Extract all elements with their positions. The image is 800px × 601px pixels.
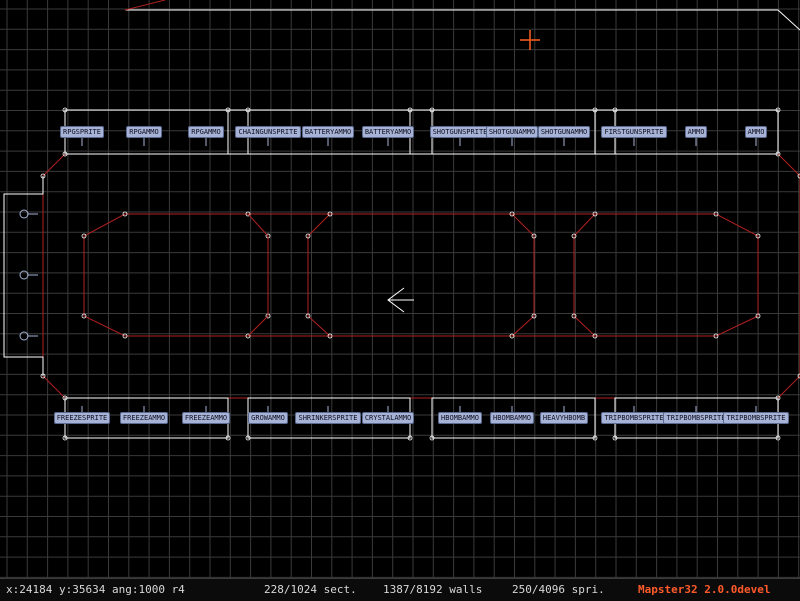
sprite-label: TRIPBOMBSPRITE [723,412,789,424]
left-alcove [3,176,44,376]
vertex [592,435,598,441]
wall-count: 1387/8192 walls [383,583,483,596]
vertex [245,435,251,441]
sprite-label: CHAINGUNSPRITE [235,126,301,138]
sprite-label: SHOTGUNSPRITE [429,126,491,138]
status-bar: x:24184 y:35634 ang:1000 r4 228/1024 sec… [0,578,800,601]
vertex [62,435,68,441]
alcove-bottom [614,397,779,439]
vertex [509,211,515,217]
vertex [755,233,761,239]
pillar-edge [307,213,331,337]
vertex [531,233,537,239]
red-wall [124,0,166,11]
sprite-label: RPGSPRITE [60,126,104,138]
vertex [122,333,128,339]
sprite-count: 250/4096 spri. [512,583,605,596]
vertex [797,373,800,379]
room-outline [42,153,800,399]
alcove-bottom [431,397,596,439]
map-canvas[interactable] [0,0,800,578]
vertex [592,333,598,339]
vertex [122,211,128,217]
vertex [592,211,598,217]
vertex [81,313,87,319]
outer-wall [125,9,800,31]
sprite-label: SHOTGUNAMMO [485,126,539,138]
sprite-label: GROWAMMO [248,412,288,424]
coords-readout: x:24184 y:35634 ang:1000 r4 [6,583,185,596]
pillar-edge [511,213,535,337]
sprite-label: AMMO [744,126,768,138]
sprite-label: FREEZESPRITE [53,412,111,424]
sprite-label: TRIPBOMBSPRITE [663,412,729,424]
vertex [245,211,251,217]
vertex [62,107,68,113]
alcove-divider [227,109,249,155]
sprite-label: CRYSTALAMMO [361,412,415,424]
vertex [305,233,311,239]
sprite-label: HBOMBAMMO [490,412,534,424]
alcove-divider [594,109,616,155]
vertex [571,233,577,239]
sprite-label: AMMO [684,126,708,138]
alcove-bottom [247,397,411,439]
sprite-label: HEAVYHBOMB [539,412,589,424]
vertex [571,313,577,319]
vertex [509,333,515,339]
sprite-label: FREEZEAMMO [119,412,169,424]
vertex [305,313,311,319]
sprite-label: SHOTGUNAMMO [537,126,591,138]
sprite-label: RPGAMMO [126,126,162,138]
vertex [713,211,719,217]
vertex [797,173,800,179]
sprite-label: HBOMBAMMO [438,412,482,424]
sprite-label: BATTERYAMMO [301,126,355,138]
vertex [755,313,761,319]
sprite-label: TRIPBOMBSPRITE [601,412,667,424]
alcove-bottom [64,397,229,439]
vertex [775,435,781,441]
inner-loop [83,213,759,337]
vertex [245,333,251,339]
app-title: Mapster32 2.0.0devel [638,583,771,596]
vertex [713,333,719,339]
vertex [327,211,333,217]
sprite-label: FREEZEAMMO [181,412,231,424]
sprite-label: BATTERYAMMO [361,126,415,138]
vertex [429,435,435,441]
grid [0,0,800,578]
sprite-label: FIRSTGUNSPRITE [601,126,667,138]
sprite-label: SHRINKERSPRITE [295,412,361,424]
crosshair-cursor-icon [520,30,540,50]
vertex [612,435,618,441]
player-arrow-icon [387,287,414,313]
sprite-label: RPGAMMO [188,126,224,138]
pillar-edge [573,213,596,337]
sector-count: 228/1024 sect. [264,583,357,596]
vertex [531,313,537,319]
vertex [407,435,413,441]
vertex [225,435,231,441]
alcove-divider [409,109,433,155]
vertex [775,107,781,113]
sprites [81,138,757,412]
vertex [81,233,87,239]
sector-walls [3,0,800,441]
vertex [327,333,333,339]
pillar-edge [247,213,269,337]
